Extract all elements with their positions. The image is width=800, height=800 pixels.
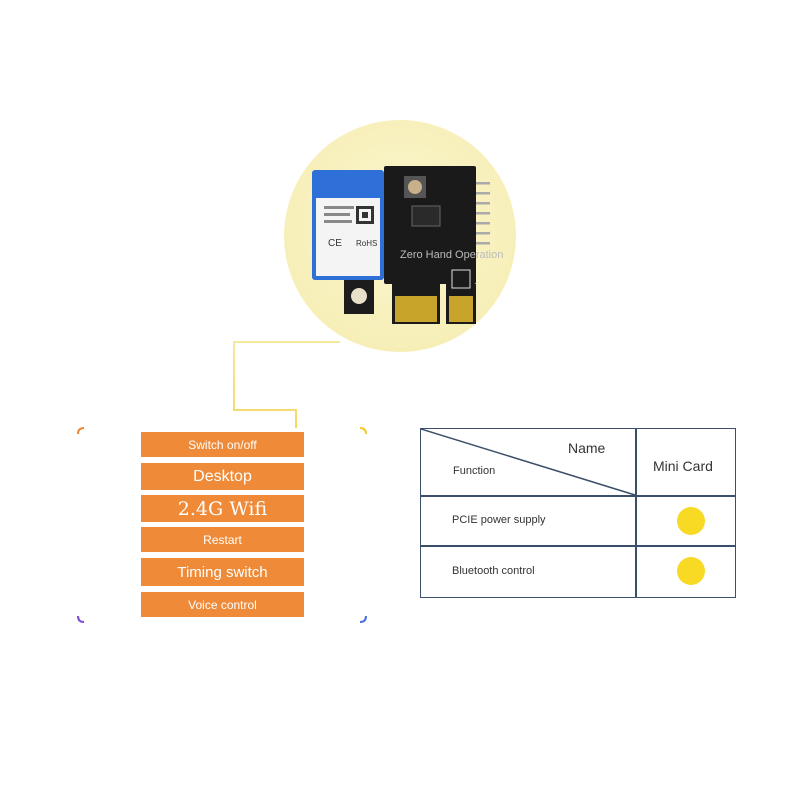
table-header-diagonal xyxy=(421,429,636,496)
wifi-2-4g-button[interactable]: 2.4G Wifi xyxy=(141,495,304,522)
table-column-divider xyxy=(635,429,637,597)
header-function-label: Function xyxy=(453,465,496,477)
svg-text:CE: CE xyxy=(328,238,342,249)
header-mini-card-label: Mini Card xyxy=(653,458,713,474)
header-name-label: Name xyxy=(568,440,606,456)
table-row-divider-1 xyxy=(421,495,735,497)
row-label-pcie-power: PCIE power supply xyxy=(452,514,546,526)
timing-switch-button[interactable]: Timing switch xyxy=(141,558,304,586)
restart-button[interactable]: Restart xyxy=(141,527,304,552)
product-image-circle: CE RoHS Zero Hand Operation xyxy=(284,120,516,352)
table-row-divider-2 xyxy=(421,545,735,547)
board-label: Zero Hand Operation xyxy=(400,249,503,261)
svg-text:RoHS: RoHS xyxy=(356,239,377,248)
pcie-board-image: CE RoHS Zero Hand Operation xyxy=(312,166,503,324)
supported-dot-bluetooth-control xyxy=(677,557,705,585)
comparison-table: Name Function Mini Card PCIE power suppl… xyxy=(420,428,736,598)
row-label-bluetooth-control: Bluetooth control xyxy=(452,565,535,577)
voice-control-button[interactable]: Voice control xyxy=(141,592,304,617)
supported-dot-pcie-power xyxy=(677,507,705,535)
feature-box-border xyxy=(77,427,367,623)
desktop-button[interactable]: Desktop xyxy=(141,463,304,490)
switch-on-off-button[interactable]: Switch on/off xyxy=(141,432,304,457)
feature-box xyxy=(76,426,368,626)
